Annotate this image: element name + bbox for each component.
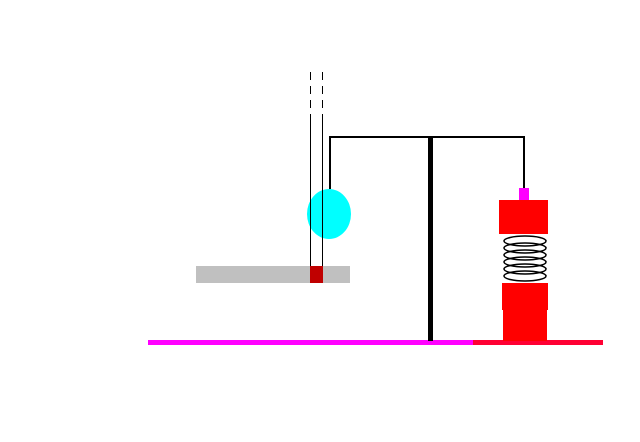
connector-tab	[519, 188, 529, 200]
center-pole	[428, 137, 433, 341]
floor-right	[473, 340, 603, 345]
upper-block	[499, 200, 548, 234]
cyan-bulb	[307, 189, 351, 239]
lower-block	[502, 283, 548, 310]
floor-left	[148, 340, 474, 345]
lower-base	[503, 310, 547, 341]
balance-beam	[329, 136, 525, 189]
gray-plate	[196, 266, 350, 283]
spring-icon	[503, 235, 547, 282]
red-contact	[310, 266, 323, 283]
